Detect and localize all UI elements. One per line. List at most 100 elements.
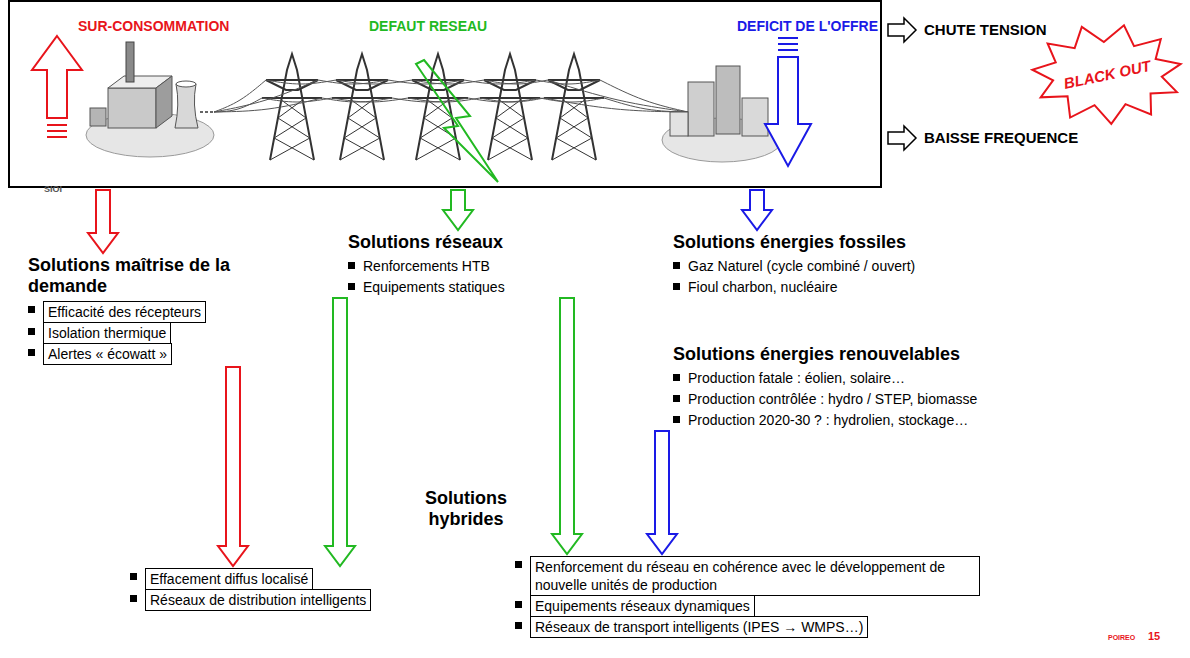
block-arrow (218, 367, 248, 566)
text-label: BAISSE FREQUENCE (924, 129, 1078, 146)
problem-panel: SUR-CONSOMMATION DEFAUT RESEAU DEFICIT DE … (8, 0, 882, 188)
text-label: Solutions hybrides (410, 488, 522, 529)
bullet-item: Equipements réseaux dynamiques (515, 596, 1005, 617)
power-line (318, 80, 388, 84)
bullet-square (130, 595, 137, 602)
group-heading: Solutions maîtrise de la demande (28, 255, 240, 297)
demand-solutions: Solutions maîtrise de la demandeEfficaci… (28, 255, 328, 365)
power-line (548, 80, 688, 112)
bullet-item: Fioul charbon, nucléaire (673, 278, 985, 296)
item-text: Réseaux de distribution intelligents (145, 589, 371, 611)
bullet-square (673, 283, 680, 290)
bullet-item: Equipements statiques (348, 278, 590, 296)
deficit-arrow (765, 38, 811, 166)
block-arrow (443, 190, 473, 230)
item-text: Gaz Naturel (cycle combiné / ouvert) (688, 257, 915, 275)
power-line (544, 98, 688, 112)
bullet-square (673, 395, 680, 402)
item-text: Alertes « écowatt » (43, 343, 172, 365)
bullet-square (348, 283, 355, 290)
bullet-item: Renforcements HTB (348, 257, 590, 275)
lightning-bolt (416, 60, 498, 182)
panel-heading: DEFAUT RESEAU (369, 18, 487, 34)
item-text: Production contrôlée : hydro / STEP, bio… (688, 390, 977, 408)
bullet-item: Réseaux de distribution intelligents (130, 590, 470, 611)
bullet-item: Alertes « écowatt » (28, 344, 328, 365)
block-arrow (325, 298, 355, 566)
bullet-square (673, 262, 680, 269)
power-line (322, 98, 392, 102)
item-text: Renforcement du réseau en cohérence avec… (530, 556, 980, 596)
group-heading: Solutions réseaux (348, 232, 590, 253)
item-text: Effacement diffus localisé (145, 568, 313, 590)
panel-heading: SUR-CONSOMMATION (78, 18, 229, 34)
item-text: Equipements réseaux dynamiques (530, 595, 755, 617)
bullet-square (673, 374, 680, 381)
bullet-item: Production 2020-30 ? : hydrolien, stocka… (673, 411, 1025, 429)
bullet-square (515, 622, 522, 629)
power-line (600, 80, 688, 112)
item-text: Production fatale : éolien, solaire… (688, 369, 905, 387)
blackout-text: BLACK OUT (1062, 57, 1152, 92)
bullet-item: Production contrôlée : hydro / STEP, bio… (673, 390, 1025, 408)
block-arrow (88, 190, 118, 253)
power-line (214, 98, 322, 112)
city-buildings (662, 66, 782, 162)
bullet-item: Efficacité des récepteurs (28, 301, 328, 323)
item-text: Efficacité des récepteurs (43, 301, 206, 323)
item-text: Fioul charbon, nucléaire (688, 278, 837, 296)
power-line (536, 80, 600, 84)
hybrid-demand-box: Effacement diffus localiséRéseaux de dis… (130, 568, 470, 611)
power-line (388, 80, 464, 84)
bullet-square (515, 601, 522, 608)
group-heading: Solutions énergies fossiles (673, 232, 985, 253)
text-label: SIOI (44, 184, 62, 194)
bullet-square (348, 262, 355, 269)
text-label: 15 (1148, 630, 1160, 643)
bullet-square (130, 573, 137, 580)
block-arrow (742, 190, 772, 230)
power-line (540, 98, 604, 102)
panel-heading: DEFICIT DE L'OFFRE (737, 18, 878, 34)
bullet-square (28, 328, 35, 335)
item-text: Réseaux de transport intelligents (IPES … (530, 616, 868, 638)
bullet-item: Renforcement du réseau en cohérence avec… (515, 556, 1005, 596)
group-heading: Solutions énergies renouvelables (673, 344, 1025, 365)
power-line (464, 80, 536, 84)
bullet-square (28, 349, 35, 356)
bullet-item: Gaz Naturel (cycle combiné / ouvert) (673, 257, 985, 275)
power-line (214, 80, 318, 112)
power-line (604, 98, 688, 112)
bullet-square (28, 306, 35, 313)
bullet-item: Production fatale : éolien, solaire… (673, 369, 1025, 387)
block-arrow (552, 298, 582, 554)
pylon (332, 54, 392, 160)
text-label: POIREO (1108, 634, 1135, 642)
pylon (544, 54, 604, 160)
effect-arrows (888, 18, 916, 150)
blackout-starburst: BLACK OUT (1030, 22, 1184, 126)
network-solutions: Solutions réseauxRenforcements HTB Equipe… (325, 232, 590, 296)
block-arrow (647, 431, 677, 554)
bullet-square (515, 561, 522, 568)
item-text: Production 2020-30 ? : hydrolien, stocka… (688, 411, 968, 429)
fossil-solutions: Solutions énergies fossilesGaz Naturel (… (645, 232, 985, 296)
power-line (266, 80, 336, 84)
item-text: Isolation thermique (43, 322, 171, 344)
item-text: Equipements statiques (363, 278, 505, 296)
renewable-solutions: Solutions énergies renouvelablesProducti… (645, 344, 1025, 429)
pylon (480, 54, 540, 160)
text-label: CHUTE TENSION (924, 21, 1047, 38)
pylons (214, 54, 688, 160)
power-line (468, 98, 540, 102)
bullet-item: Effacement diffus localisé (130, 568, 470, 590)
bullet-square (673, 416, 680, 423)
hybrid-network-box: Renforcement du réseau en cohérence avec… (515, 556, 1005, 638)
power-plant (86, 42, 214, 157)
pylon (262, 54, 322, 160)
bullet-item: Isolation thermique (28, 323, 328, 344)
consumption-arrow (32, 36, 82, 137)
bullet-item: Réseaux de transport intelligents (IPES … (515, 617, 1005, 638)
item-text: Renforcements HTB (363, 257, 490, 275)
